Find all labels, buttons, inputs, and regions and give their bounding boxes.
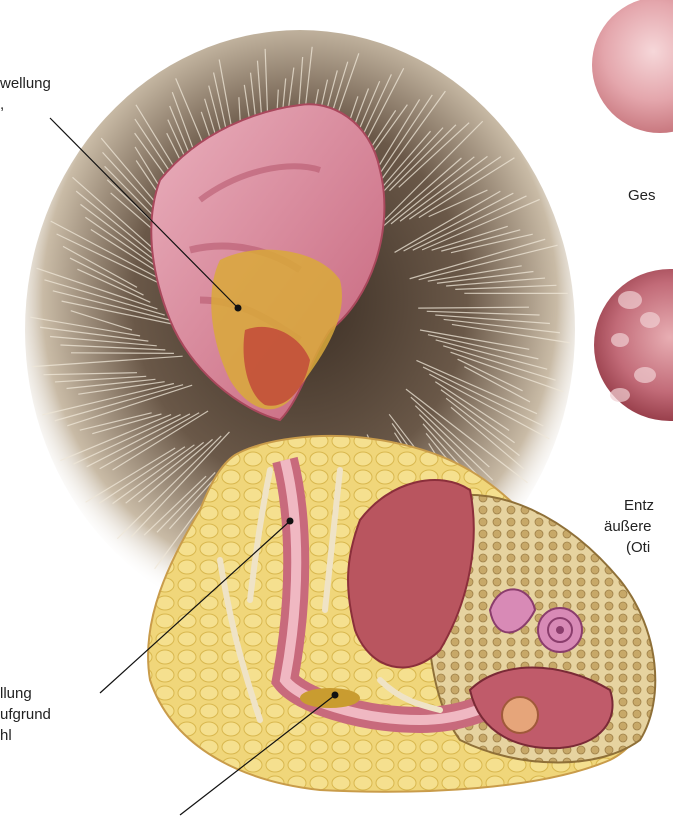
healthy-ear-view <box>592 0 673 133</box>
fur-strand <box>71 353 174 354</box>
swelling-bottom-line-2: ufgrund <box>0 704 51 725</box>
swelling-top-line-1: wellung <box>0 73 51 94</box>
inflamed-label: Entz äußere (Oti <box>604 495 673 558</box>
swelling-bottom-line-1: llung <box>0 683 51 704</box>
inflamed-ear-view <box>594 269 673 421</box>
swelling-bottom-label: llung ufgrund hl <box>0 683 51 746</box>
inflamed-line-1: Entz <box>604 495 673 516</box>
healthy-label: Ges <box>628 185 656 206</box>
healthy-label-text: Ges <box>628 185 656 206</box>
swelling-bottom-line-3: hl <box>0 725 51 746</box>
ear-canal-section <box>148 436 655 792</box>
swelling-top-line-2: , <box>0 94 51 115</box>
inflamed-line-2: äußere <box>604 516 673 537</box>
inflamed-line-3: (Oti <box>604 537 673 558</box>
swelling-top-label: wellung , <box>0 73 51 115</box>
